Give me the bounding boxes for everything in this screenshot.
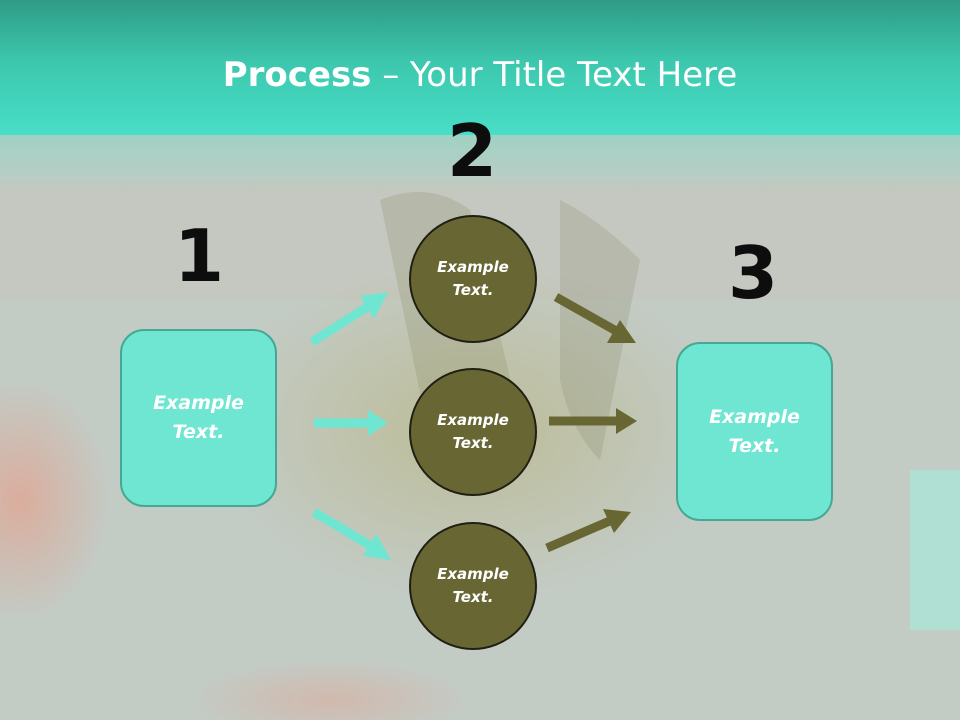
- arrow-to-top-circle: [309, 292, 388, 346]
- circle-top-text-line1: Example: [437, 258, 509, 276]
- step-2-circle-bottom-text: Example Text.: [437, 563, 509, 609]
- step-2-circle-middle-text: Example Text.: [437, 409, 509, 455]
- step-3-box-text: Example Text.: [709, 403, 800, 461]
- circle-middle-text-line2: Text.: [452, 434, 494, 452]
- arrow-from-middle-circle: [549, 408, 637, 434]
- step-3-text-line1: Example: [709, 405, 800, 428]
- step-1-text-line2: Text.: [172, 421, 225, 443]
- circle-bottom-text-line2: Text.: [452, 588, 494, 606]
- step-2-circle-top-text: Example Text.: [437, 256, 509, 302]
- arrow-to-bottom-circle: [311, 508, 391, 560]
- step-number-3: 3: [727, 231, 779, 315]
- step-2-circle-top: Example Text.: [409, 215, 537, 343]
- step-3-box: Example Text.: [676, 342, 833, 521]
- arrow-to-middle-circle: [314, 410, 388, 436]
- step-2-circle-bottom: Example Text.: [409, 522, 537, 650]
- step-1-box-text: Example Text.: [153, 389, 244, 447]
- slide-title-bold: Process: [222, 55, 372, 95]
- step-1-text-line1: Example: [153, 392, 244, 414]
- title-band: [0, 0, 960, 135]
- step-1-box: Example Text.: [120, 329, 277, 507]
- circle-bottom-text-line1: Example: [437, 565, 509, 583]
- step-number-2: 2: [446, 109, 498, 193]
- step-3-text-line2: Text.: [728, 434, 781, 457]
- slide-title: Process – Your Title Text Here: [0, 52, 960, 98]
- step-number-1: 1: [173, 214, 225, 298]
- title-band-fade: [0, 135, 960, 195]
- slide-title-rest: – Your Title Text Here: [371, 55, 738, 95]
- arrow-from-top-circle: [553, 293, 636, 343]
- arrow-from-bottom-circle: [545, 509, 631, 553]
- circle-middle-text-line1: Example: [437, 411, 509, 429]
- step-2-circle-middle: Example Text.: [409, 368, 537, 496]
- circle-top-text-line2: Text.: [452, 281, 494, 299]
